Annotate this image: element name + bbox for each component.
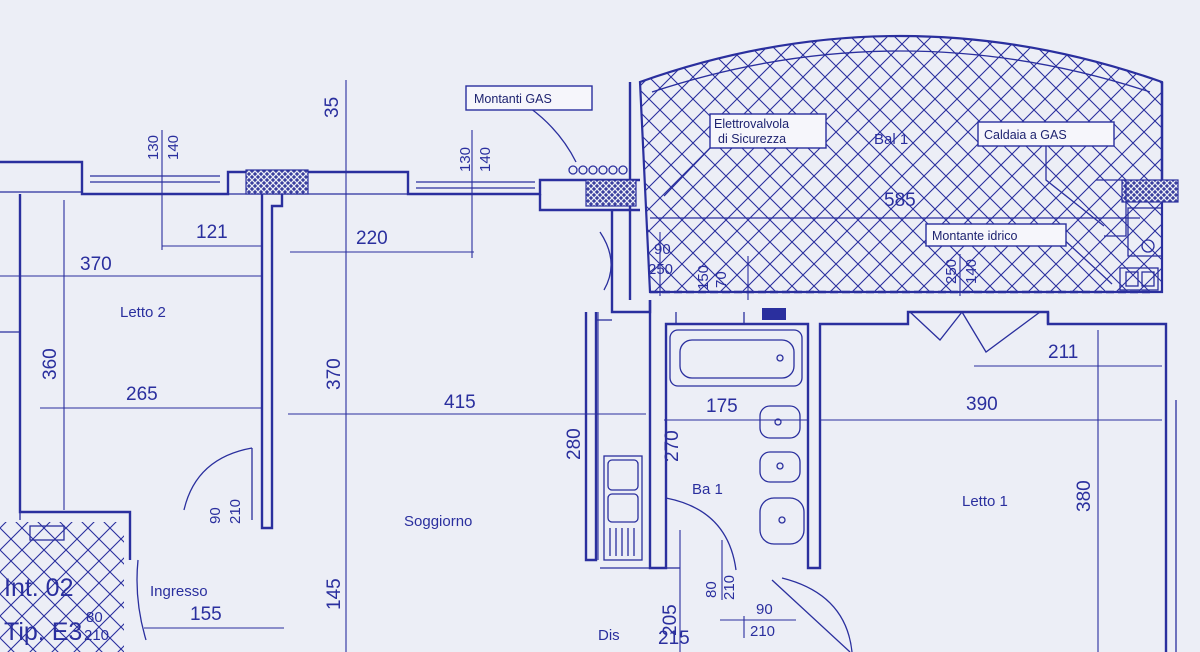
win5-top: 140 [963, 259, 980, 284]
callout-montanti-gas-text: Montanti GAS [474, 92, 552, 106]
door3-top: 90 [756, 601, 773, 618]
entrance-tiles [0, 522, 124, 652]
dim-370-h: 370 [80, 254, 112, 275]
door2-top: 80 [703, 581, 720, 598]
callout-caldaia-text: Caldaia a GAS [984, 128, 1067, 142]
dim-585: 585 [884, 190, 916, 211]
dim-215: 215 [658, 628, 690, 649]
callout-montanti-gas: Montanti GAS [465, 85, 593, 111]
callout-leaders [529, 107, 1113, 285]
unit-id: Int. 02 Tip. E3 [4, 574, 82, 646]
dim-175: 175 [706, 396, 738, 417]
callout-elettrovalvola-line2: di Sicurezza [718, 132, 786, 146]
door-swings [136, 231, 1041, 652]
unit-int: Int. 02 [4, 574, 74, 602]
dimension-labels: 35 121 220 370 360 370 265 415 280 270 1… [40, 97, 1095, 649]
callout-montante-idrico-text: Montante idrico [932, 229, 1018, 243]
door2-bot: 210 [721, 575, 738, 600]
dim-121: 121 [196, 222, 228, 243]
interior-walls [0, 194, 1177, 652]
win3-bot: 250 [648, 261, 673, 278]
unit-tip: Tip. E3 [4, 618, 82, 646]
gas-risers [568, 165, 628, 175]
dim-280: 280 [564, 428, 585, 460]
dim-390: 390 [966, 394, 998, 415]
callout-elettrovalvola-line1: Elettrovalvola [714, 117, 789, 131]
dim-270: 270 [662, 430, 683, 462]
opening-labels: 140 130 140 130 90 250 70 150 140 250 90… [84, 135, 980, 644]
win5-bot: 250 [943, 259, 960, 284]
door1-top: 90 [207, 507, 224, 524]
dim-360: 360 [40, 348, 61, 380]
win2-bot: 130 [457, 147, 474, 172]
win4-top: 70 [713, 271, 730, 288]
dim-415: 415 [444, 392, 476, 413]
dim-265: 265 [126, 384, 158, 405]
callout-caldaia: Caldaia a GAS [977, 121, 1115, 147]
exterior-walls [0, 160, 1179, 212]
win1-top: 140 [165, 135, 182, 160]
win1-bot: 130 [145, 135, 162, 160]
win3-top: 90 [654, 241, 671, 258]
dim-35: 35 [322, 97, 343, 118]
room-letto2: Letto 2 [120, 304, 166, 321]
dim-211: 211 [1048, 342, 1078, 363]
win2-top: 140 [477, 147, 494, 172]
door4-bot: 210 [84, 627, 109, 644]
room-bagno: Ba 1 [692, 481, 723, 498]
bath-fixtures [669, 308, 805, 545]
boiler-fixture [1096, 179, 1163, 291]
dim-220: 220 [356, 228, 388, 249]
callout-montante-idrico: Montante idrico [925, 223, 1067, 247]
dim-380: 380 [1074, 480, 1095, 512]
dim-155: 155 [190, 604, 222, 625]
room-letto1: Letto 1 [962, 493, 1008, 510]
room-balcone: Bal 1 [874, 131, 908, 148]
room-soggiorno: Soggiorno [404, 513, 472, 530]
balcony [628, 34, 1164, 300]
door4-top: 80 [86, 609, 103, 626]
room-labels: Letto 2 Soggiorno Ingresso Ba 1 Letto 1 … [120, 131, 1008, 644]
door3-bot: 210 [750, 623, 775, 640]
dim-205: 205 [660, 604, 681, 636]
kitchen-sink [603, 455, 643, 561]
dim-370-v: 370 [324, 358, 345, 390]
dimension-lines [0, 80, 1162, 652]
room-dis: Dis [598, 627, 620, 644]
door1-bot: 210 [227, 499, 244, 524]
win4-bot: 150 [695, 265, 712, 290]
dim-145: 145 [324, 578, 345, 610]
callout-elettrovalvola: Elettrovalvola di Sicurezza [709, 113, 827, 149]
room-ingresso: Ingresso [150, 583, 208, 600]
